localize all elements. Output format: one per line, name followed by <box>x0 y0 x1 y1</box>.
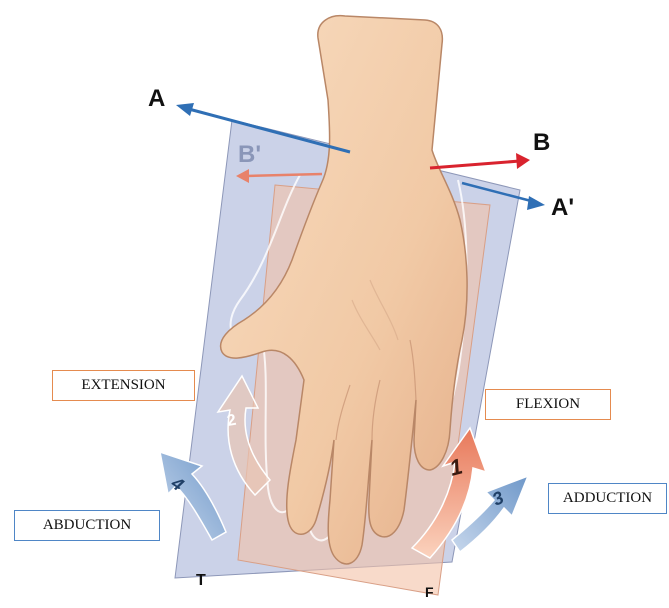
plane-f-label: F <box>425 584 434 600</box>
plane-t-label: T <box>196 572 206 589</box>
axis-b-label: B <box>533 129 550 156</box>
axis-a-prime-label: A' <box>551 194 574 221</box>
extension-label: EXTENSION <box>52 370 195 401</box>
axis-a-label: A <box>148 85 165 112</box>
axis-b-prime-label: B' <box>238 141 261 168</box>
adduction-label: ADDUCTION <box>548 483 667 514</box>
axis-a-prime-arrowhead <box>527 196 545 210</box>
abduction-label: ABDUCTION <box>14 510 160 541</box>
axis-b-arrowhead <box>516 153 530 169</box>
axis-a-arrowhead <box>176 103 194 116</box>
flexion-label: FLEXION <box>485 389 611 420</box>
axis-b-line <box>430 161 520 168</box>
